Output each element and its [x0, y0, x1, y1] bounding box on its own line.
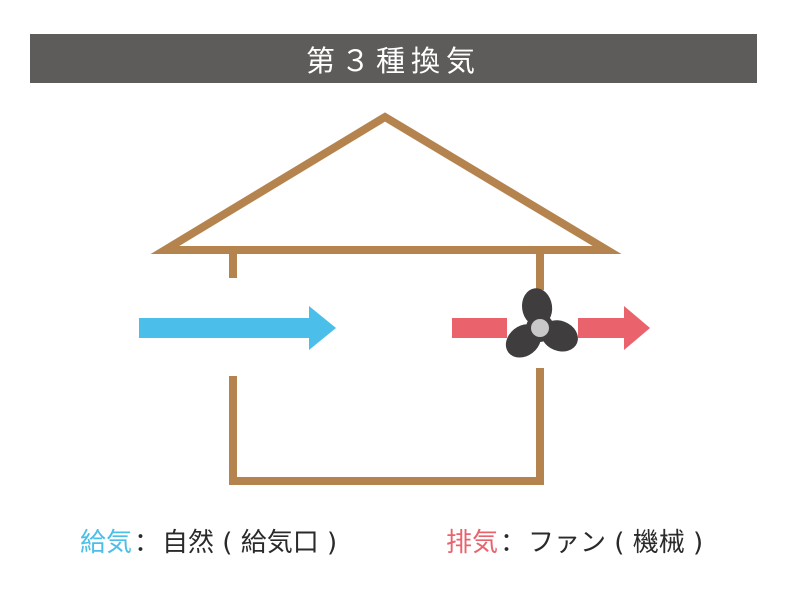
supply-legend-separator: ：: [134, 528, 161, 558]
title-bar: 第３種換気: [30, 34, 757, 83]
fan-icon: [505, 288, 578, 358]
house-walls-lower: [229, 368, 544, 485]
page-title: 第３種換気: [305, 43, 481, 78]
supply-air-arrow: [139, 306, 336, 350]
supply-legend: 給気：自然 ( 給気口 ): [80, 522, 337, 559]
exhaust-air-arrow: [452, 306, 650, 350]
house-roof: [150, 112, 622, 254]
supply-legend-label: 給気: [80, 528, 133, 558]
exhaust-legend-description: ファン ( 機械 ): [528, 528, 704, 558]
exhaust-legend-separator: ：: [500, 528, 527, 558]
supply-legend-description: 自然 ( 給気口 ): [162, 528, 338, 558]
exhaust-legend: 排気：ファン ( 機械 ): [446, 522, 703, 559]
exhaust-legend-label: 排気: [446, 528, 499, 558]
